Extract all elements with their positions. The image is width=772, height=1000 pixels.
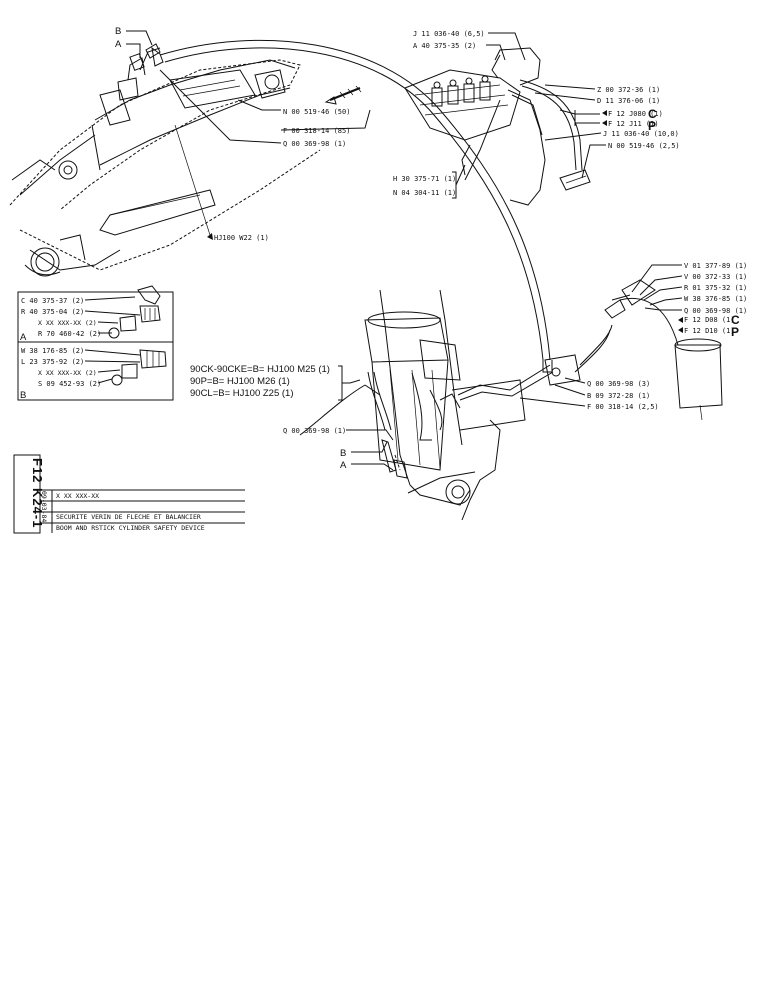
lower-labels: Q 00 369-98 (3) B 09 372-28 (1) F 00 318… bbox=[283, 377, 659, 471]
ref-j11-036-40-6-5: J 11 036-40 (6,5) bbox=[413, 30, 485, 38]
title-english: BOOM AND RSTICK CYLINDER SAFETY DEVICE bbox=[56, 524, 205, 532]
boom-assembly bbox=[9, 47, 321, 277]
ref-f12-d10: F 12 D10 (1) bbox=[684, 327, 735, 335]
main-hose bbox=[145, 39, 553, 373]
label-a-lower: A bbox=[340, 460, 347, 471]
ref-b09-372-28: B 09 372-28 (1) bbox=[587, 392, 650, 400]
ref-f12-d08: F 12 D08 (1) bbox=[684, 316, 735, 324]
ref-q00-369-98-3: Q 00 369-98 (3) bbox=[587, 380, 650, 388]
stick-cylinder-assembly bbox=[299, 289, 631, 521]
ref-j11-036-40-10: J 11 036-40 (10,0) bbox=[603, 130, 679, 138]
title-french: SECURITE VERIN DE FLECHE ET BALANCIER bbox=[56, 513, 201, 521]
ref-w38-176-85: W 38 176-85 (2) bbox=[21, 347, 84, 355]
ref-a40-375-35: A 40 375-35 (2) bbox=[413, 42, 476, 50]
ref-h30-375-71: H 30 375-71 (1) bbox=[393, 175, 456, 183]
variant-lines: 90CK-90CKE=B= HJ100 M25 (1) 90P=B= HJ100… bbox=[190, 364, 361, 401]
label-b-top: B bbox=[115, 26, 121, 37]
ref-c40-375-37: C 40 375-37 (2) bbox=[21, 297, 84, 305]
top-right-labels: J 11 036-40 (6,5) A 40 375-35 (2) Z 00 3… bbox=[393, 30, 680, 199]
ref-w38-376-85: W 38 376-85 (1) bbox=[684, 295, 747, 303]
ref-n00519-2-5: N 00 519-46 (2,5) bbox=[608, 142, 680, 150]
ref-r40-375-04: R 40 375-04 (2) bbox=[21, 308, 84, 316]
title-date: 09-03-84 bbox=[40, 491, 48, 522]
ref-v01-377-89: V 01 377-89 (1) bbox=[684, 262, 747, 270]
detail-letter-a: A bbox=[20, 332, 27, 343]
ref-n00519-50: N 00 519-46 (50) bbox=[283, 108, 350, 116]
detail-box: C 40 375-37 (2) R 40 375-04 (2) X XX XXX… bbox=[17, 285, 174, 401]
ref-v00-372-33: V 00 372-33 (1) bbox=[684, 273, 747, 281]
ref-l23-375-92: L 23 375-92 (2) bbox=[21, 358, 84, 366]
ref-z00-372-36: Z 00 372-36 (1) bbox=[597, 86, 660, 94]
ref-f12-j080: F 12 J080 (1) bbox=[608, 110, 663, 118]
ref-s09-452-93: S 09 452-93 (2) bbox=[38, 380, 101, 388]
ref-hj100-w22: HJ100 W22 (1) bbox=[214, 234, 269, 242]
ref-xx-a: X XX XXX-XX (2) bbox=[38, 319, 97, 327]
variant-90p: 90P=B= HJ100 M26 (1) bbox=[190, 376, 290, 387]
variant-90cl: 90CL=B= HJ100 Z25 (1) bbox=[190, 388, 294, 399]
letter-p-top: P bbox=[648, 119, 656, 133]
ref-d11-376-06: D 11 376-06 (1) bbox=[597, 97, 660, 105]
detail-letter-b: B bbox=[20, 390, 26, 401]
ref-q00-369-98-right: Q 00 369-98 (1) bbox=[684, 307, 747, 315]
label-b-lower: B bbox=[340, 448, 346, 459]
ref-n04-304-11: N 04 304-11 (1) bbox=[393, 189, 456, 197]
ref-q00-369-98-lower: Q 00 369-98 (1) bbox=[283, 427, 346, 435]
ref-q00369-top: Q 00 369-98 (1) bbox=[283, 140, 346, 148]
letter-c-top: C bbox=[648, 107, 657, 121]
ref-f00-318-14: F 00 318-14 (2,5) bbox=[587, 403, 659, 411]
letter-c-right: C bbox=[731, 313, 740, 327]
title-code: X XX XXX-XX bbox=[56, 492, 99, 500]
ref-r70-460-42: R 70 460-42 (2) bbox=[38, 330, 101, 338]
ref-r01-375-32: R 01 375-32 (1) bbox=[684, 284, 747, 292]
title-block: F12 K24-1 09-03-84 X XX XXX-XX SECURITE … bbox=[13, 454, 245, 534]
variant-90ck: 90CK-90CKE=B= HJ100 M25 (1) bbox=[190, 364, 330, 375]
ref-xx-b: X XX XXX-XX (2) bbox=[38, 369, 97, 377]
label-a-top: A bbox=[115, 39, 122, 50]
top-left-labels: B A N 00 519-46 (50) F 00 318-14 (85) Q … bbox=[115, 26, 371, 242]
tank-group: V 01 377-89 (1) V 00 372-33 (1) R 01 375… bbox=[619, 262, 747, 421]
letter-p-right: P bbox=[731, 325, 739, 339]
figure-reference: F12 K24-1 bbox=[30, 458, 45, 528]
ref-f00318-85: F 00 318-14 (85) bbox=[283, 127, 350, 135]
ref-f12-j11: F 12 J11 (1) bbox=[608, 120, 659, 128]
